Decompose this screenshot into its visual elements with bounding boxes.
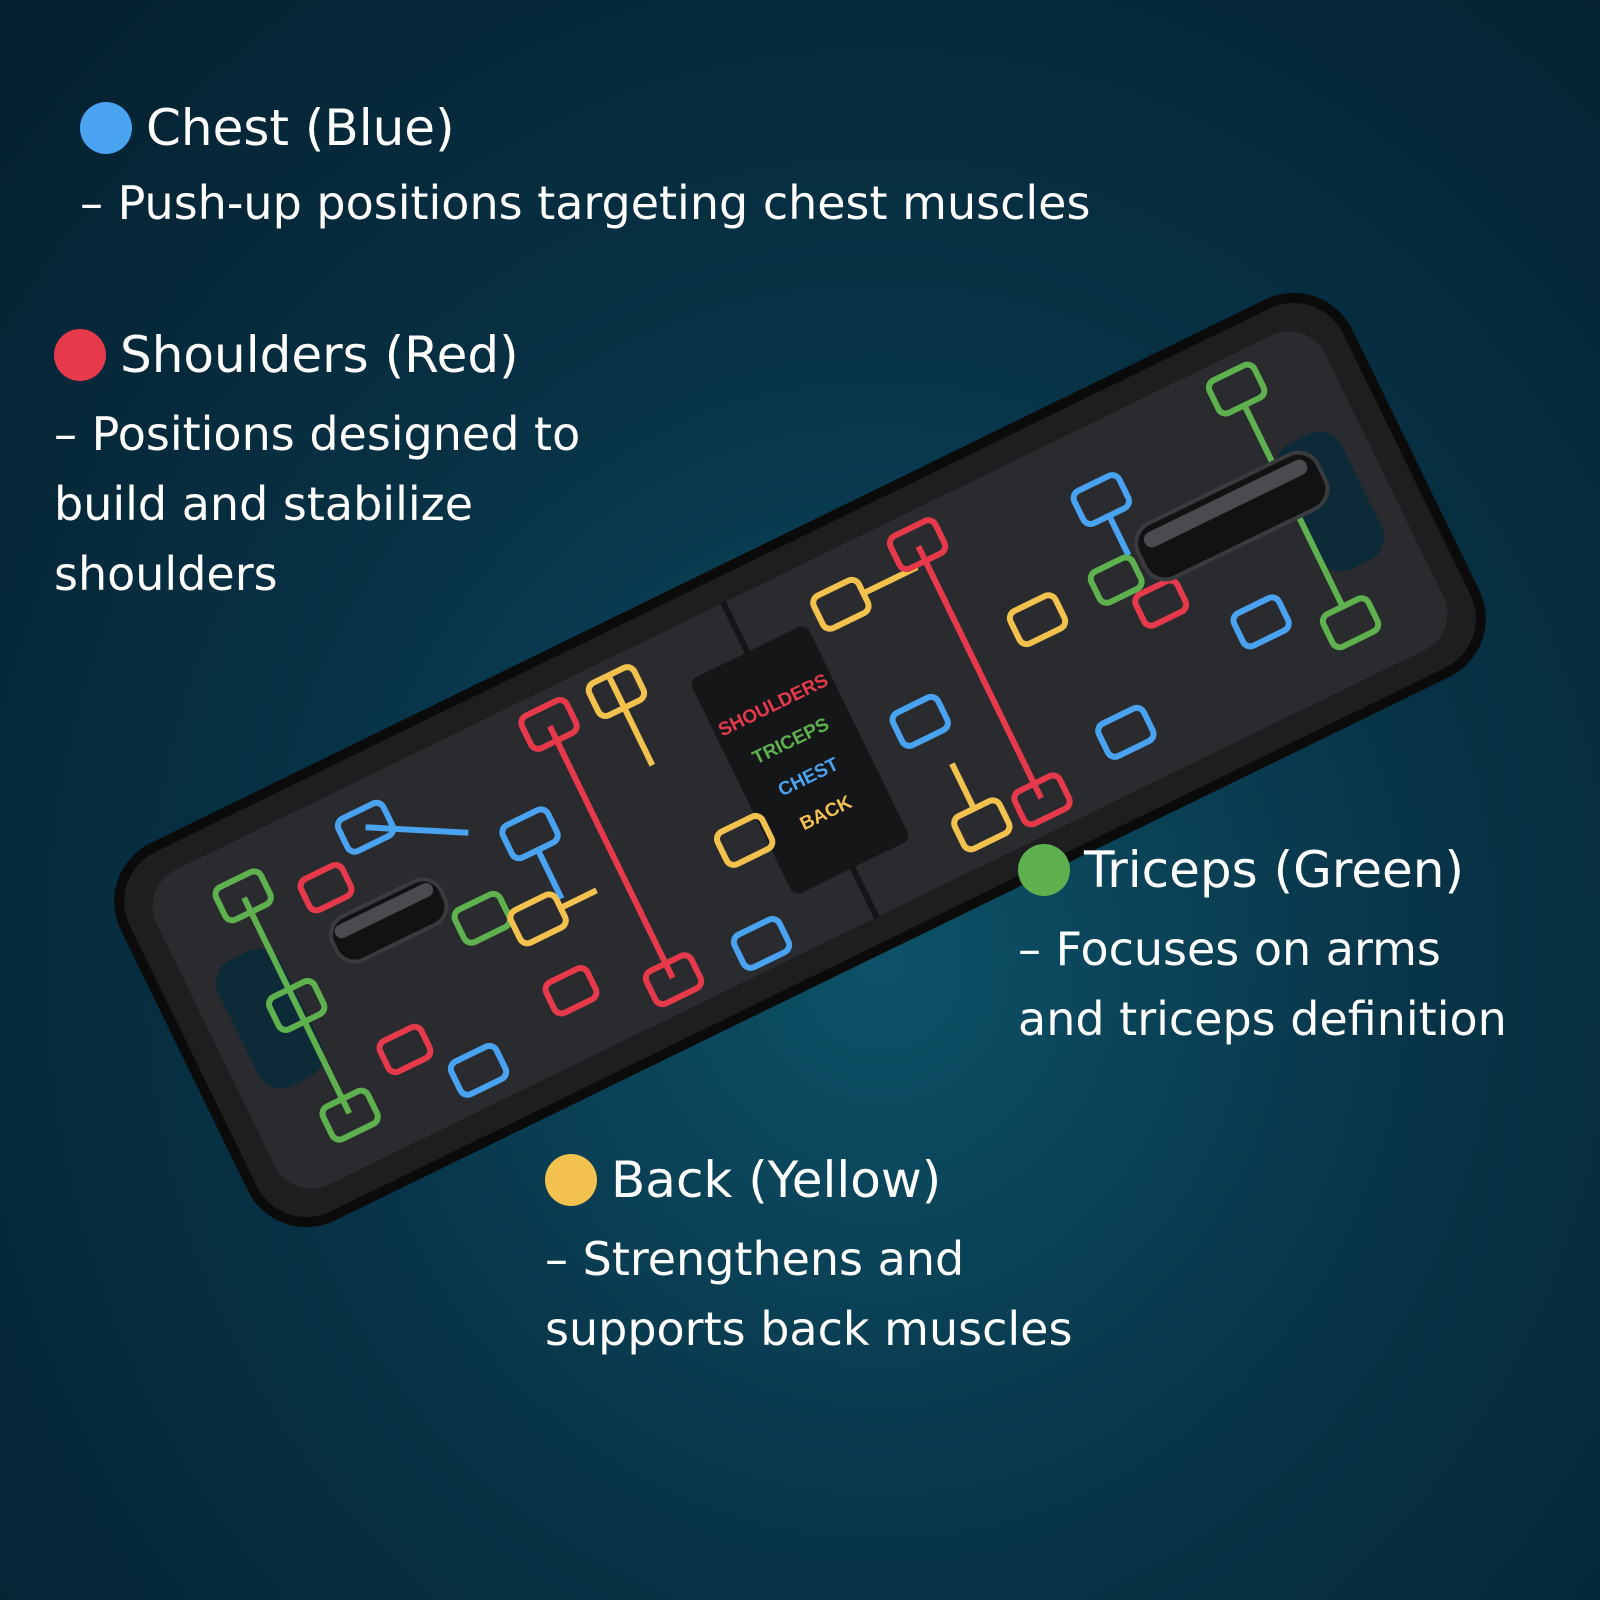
triceps-desc: – Focuses on arms and triceps definition (1018, 914, 1507, 1054)
shoulders-desc-line: – Positions designed to (54, 407, 581, 461)
shoulders-title: Shoulders (Red) (120, 326, 519, 384)
back-desc: – Strengthens and supports back muscles (545, 1224, 1072, 1364)
right-pushup-handle (1134, 450, 1330, 582)
center-label-panel (691, 626, 909, 894)
triceps-callout: Triceps (Green) – Focuses on arms and tr… (1018, 840, 1507, 1054)
blue-dot-icon (80, 102, 132, 154)
yellow-dot-icon (545, 1154, 597, 1206)
marker-yellow (713, 812, 776, 868)
marker-red (1132, 577, 1190, 629)
left-pushup-handle (329, 877, 449, 964)
back-desc-line: – Strengthens and (545, 1232, 965, 1286)
marker-green (451, 890, 513, 946)
triceps-desc-line: – Focuses on arms (1018, 922, 1441, 976)
back-callout: Back (Yellow) – Strengthens and supports… (545, 1150, 1072, 1364)
marker-red (376, 1023, 434, 1076)
marker-red (518, 696, 580, 752)
marker-blue (447, 1042, 510, 1098)
marker-blue (730, 915, 793, 971)
shoulders-callout: Shoulders (Red) – Positions designed to … (54, 325, 580, 609)
chest-callout: Chest (Blue) – Push-up positions targeti… (80, 98, 1090, 238)
marker-red (642, 952, 705, 1008)
marker-blue (1230, 594, 1292, 650)
shoulders-desc: – Positions designed to build and stabil… (54, 399, 580, 609)
left-handle-slot (215, 948, 324, 1089)
marker-yellow (1006, 592, 1069, 648)
marker-yellow (585, 664, 648, 719)
back-desc-line: supports back muscles (545, 1302, 1073, 1356)
back-title: Back (Yellow) (611, 1151, 942, 1209)
marker-red (297, 862, 355, 914)
marker-red (542, 965, 600, 1017)
marker-green (212, 868, 274, 924)
marker-green (1319, 595, 1382, 651)
shoulders-desc-line: shoulders (54, 547, 278, 601)
marker-blue (889, 693, 951, 749)
marker-green (266, 978, 328, 1033)
triceps-desc-line: and triceps definition (1018, 992, 1507, 1046)
chest-title: Chest (Blue) (146, 99, 455, 157)
marker-green (319, 1087, 381, 1143)
red-dot-icon (54, 329, 106, 381)
chest-desc: – Push-up positions targeting chest musc… (80, 176, 1091, 230)
marker-blue (1095, 704, 1157, 760)
marker-red (1011, 772, 1073, 828)
triceps-title: Triceps (Green) (1084, 841, 1465, 899)
marker-blue (334, 799, 397, 855)
green-dot-icon (1018, 844, 1070, 896)
shoulders-desc-line: build and stabilize (54, 477, 474, 531)
marker-red (886, 517, 949, 573)
marker-green (1087, 554, 1145, 606)
